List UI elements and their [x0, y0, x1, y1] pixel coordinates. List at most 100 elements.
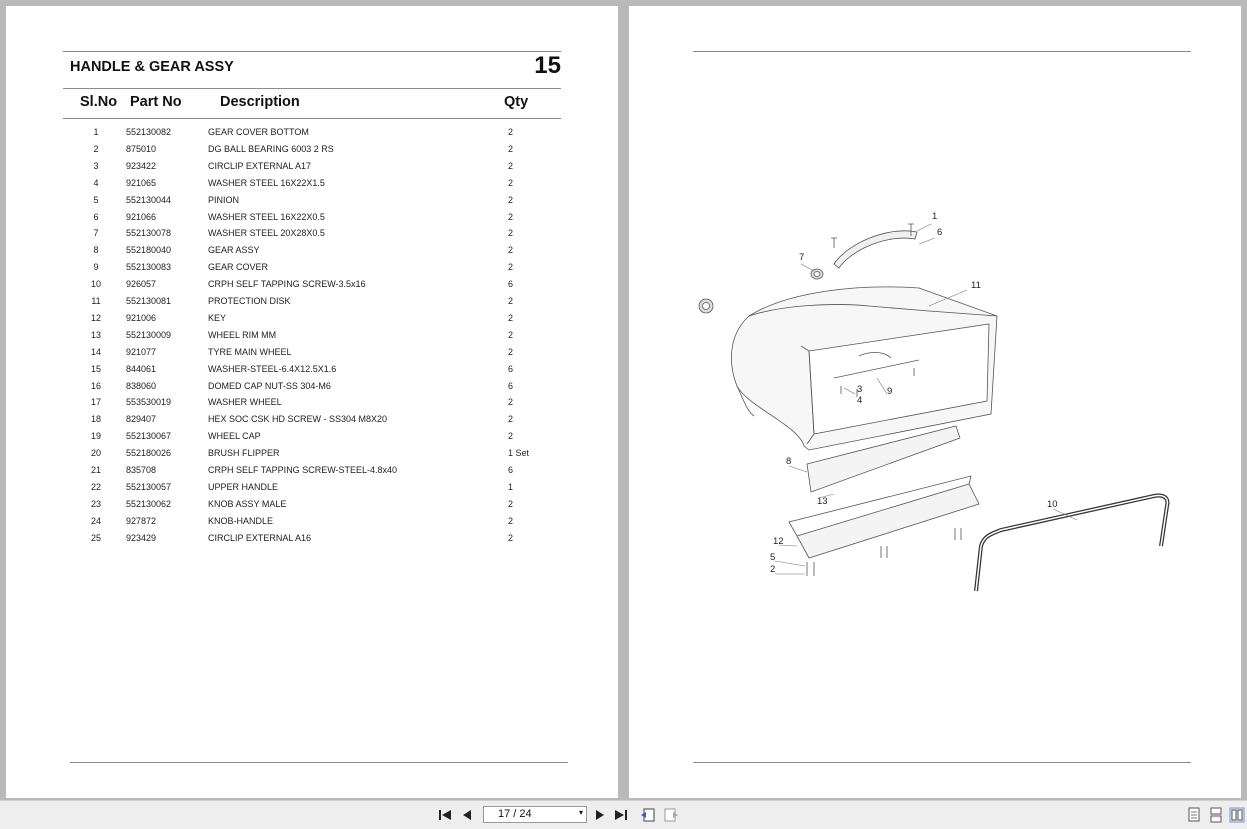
row-description: DOMED CAP NUT-SS 304-M6 [208, 380, 331, 391]
row-description: KNOB-HANDLE [208, 515, 274, 526]
brush-plate-edge [788, 475, 972, 537]
page-number: 15 [534, 52, 561, 79]
row-sl-no: 11 [91, 296, 101, 306]
row-qty: 2 [508, 127, 514, 137]
row-sl-no: 16 [90, 380, 101, 391]
header-sl-no: Sl.No [80, 94, 118, 110]
row-qty: 6 [508, 279, 514, 290]
row-part-no: 844061 [126, 363, 157, 374]
callout-label: 11 [971, 280, 981, 291]
row-qty: 2 [508, 296, 514, 306]
row-part-no: 552130082 [126, 127, 172, 137]
screw-shape [908, 223, 914, 236]
row-part-no: 927872 [126, 515, 157, 526]
row-description: WHEEL RIM MM [208, 329, 277, 340]
row-qty: 2 [508, 177, 514, 188]
chevron-down-icon[interactable]: ▾ [578, 808, 583, 817]
row-qty: 6 [508, 465, 514, 475]
row-sl-no: 18 [90, 414, 101, 425]
two-page-view-icon[interactable] [1229, 807, 1245, 823]
row-sl-no: 9 [93, 262, 99, 273]
row-description: CIRCLIP EXTERNAL A17 [208, 160, 312, 171]
row-sl-no: 15 [90, 363, 101, 374]
row-description: CRPH SELF TAPPING SCREW-3.5x16 [208, 279, 366, 290]
screw-shape [831, 237, 837, 248]
next-view-icon[interactable] [663, 807, 679, 823]
brush-plate [796, 483, 980, 559]
row-qty: 2 [508, 312, 514, 323]
row-part-no: 552130057 [126, 481, 172, 492]
row-qty: 2 [508, 414, 514, 425]
callout-label: 1 [932, 211, 937, 222]
housing-rim [800, 345, 815, 445]
row-part-no: 552130081 [126, 296, 172, 306]
next-page-icon[interactable] [592, 807, 608, 823]
page-number-input[interactable]: 17 / 24 ▾ [483, 806, 587, 823]
row-qty: 2 [508, 245, 514, 256]
row-qty: 2 [508, 346, 514, 357]
row-part-no: 553530019 [126, 397, 172, 408]
row-description: PINION [208, 194, 240, 205]
row-qty: 2 [508, 160, 514, 171]
row-description: GEAR COVER BOTTOM [208, 127, 309, 137]
row-sl-no: 8 [93, 245, 99, 256]
single-page-view-icon[interactable] [1186, 807, 1202, 823]
row-part-no: 875010 [126, 143, 157, 154]
row-qty: 2 [508, 515, 514, 526]
row-sl-no: 1 [93, 127, 99, 137]
row-sl-no: 5 [93, 194, 99, 205]
row-part-no: 552180040 [126, 245, 172, 256]
page-indicator: 17 / 24 [498, 808, 532, 820]
callout-label: 10 [1047, 499, 1058, 510]
row-qty: 2 [508, 397, 514, 408]
row-description: DG BALL BEARING 6003 2 RS [208, 143, 334, 154]
last-page-icon[interactable] [613, 807, 629, 823]
row-part-no: 829407 [126, 414, 157, 425]
header-description: Description [220, 94, 300, 110]
row-qty: 2 [508, 532, 514, 543]
callout-label: 8 [786, 456, 791, 467]
continuous-view-icon[interactable] [1208, 807, 1224, 823]
row-sl-no: 7 [93, 228, 99, 239]
row-qty: 2 [508, 194, 514, 205]
flipper-plate [806, 425, 961, 493]
row-part-no: 552130067 [126, 431, 172, 442]
row-qty: 2 [508, 228, 514, 239]
row-sl-no: 22 [90, 481, 101, 492]
row-sl-no: 3 [93, 160, 99, 171]
washer-shape [813, 271, 821, 277]
bottom-rule [70, 762, 568, 763]
row-sl-no: 6 [93, 211, 99, 222]
row-part-no: 552130044 [126, 194, 172, 205]
row-description: WASHER WHEEL [208, 397, 282, 408]
viewer-toolbar: 17 / 24 ▾ [0, 800, 1247, 829]
row-sl-no: 25 [90, 532, 101, 543]
row-description: UPPER HANDLE [208, 481, 279, 492]
row-sl-no: 10 [90, 279, 101, 290]
housing-contour [736, 385, 755, 417]
row-qty: 1 [508, 481, 514, 492]
previous-view-icon[interactable] [640, 807, 656, 823]
previous-page-icon[interactable] [459, 807, 475, 823]
gear-cover-arc [833, 230, 918, 269]
row-part-no: 923429 [126, 532, 157, 543]
first-page-icon[interactable] [437, 807, 453, 823]
row-qty: 2 [508, 262, 514, 273]
row-part-no: 838060 [126, 380, 157, 391]
screw-shape [840, 368, 915, 397]
row-description: WASHER STEEL 16X22X1.5 [208, 177, 325, 188]
table-row: 5 552130044 PINION 2 [6, 192, 618, 209]
row-part-no: 552130083 [126, 262, 172, 273]
callout-label: 2 [770, 564, 775, 575]
row-description: CRPH SELF TAPPING SCREW-STEEL-4.8x40 [208, 465, 398, 475]
